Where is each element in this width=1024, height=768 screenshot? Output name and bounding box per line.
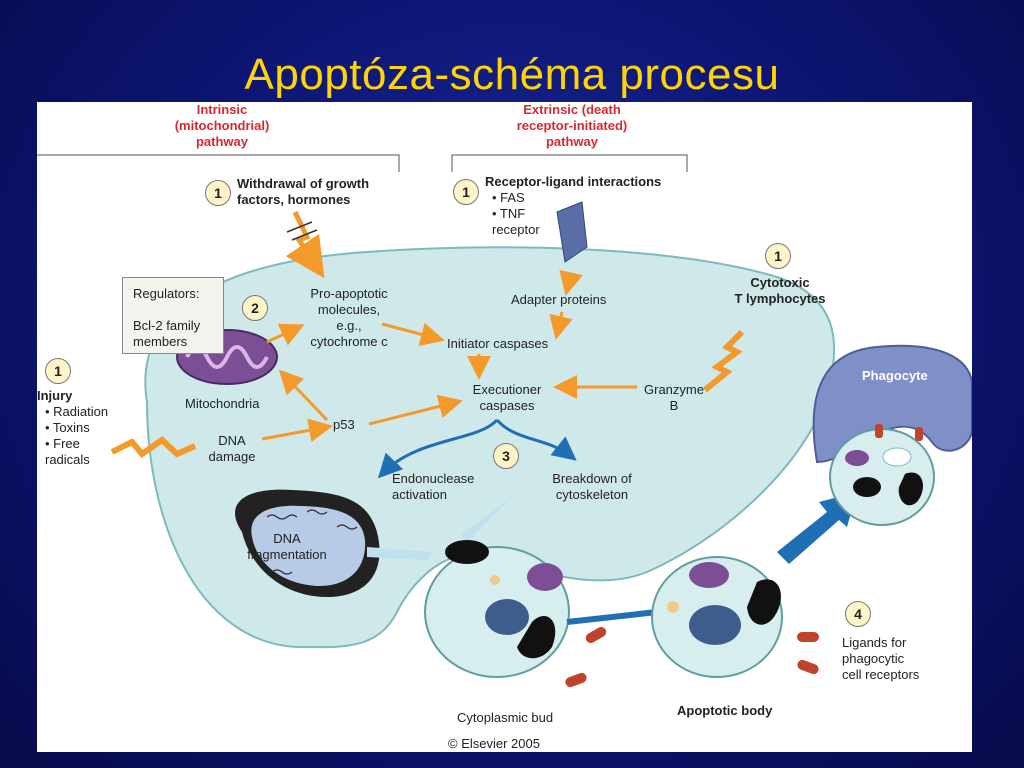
extrinsic-pathway-header: Extrinsic (death receptor-initiated) pat… [516, 102, 628, 149]
intrinsic-pathway-header: Intrinsic (mitochondrial) pathway [174, 102, 270, 149]
receptor-icon [556, 201, 588, 263]
injury-items: • Radiation • Toxins • Free radicals [45, 404, 109, 467]
breakdown-label: Breakdown of cytoskeleton [552, 471, 632, 502]
step-1-badge: 1 [45, 358, 71, 384]
mitochondria-label: Mitochondria [185, 396, 260, 411]
step-3-badge: 3 [493, 443, 519, 469]
copyright-text: © Elsevier 2005 [448, 736, 540, 751]
step-1-badge: 1 [765, 243, 791, 269]
withdrawal-signal-icon [285, 210, 325, 279]
receptor-items: • FAS • TNF receptor [492, 190, 540, 237]
diagram-panel: Intrinsic (mitochondrial) pathway Extrin… [37, 102, 972, 752]
engulfment-arrow [777, 492, 857, 564]
initiator-caspases-label: Initiator caspases [447, 336, 549, 351]
regulators-label: Regulators: [133, 286, 200, 301]
cytotoxic-signal-icon [703, 329, 745, 393]
granzyme-label: Granzyme B [644, 382, 704, 413]
slide-title: Apoptóza-schéma procesu [244, 50, 780, 99]
cytotoxic-label: Cytotoxic T lymphocytes [734, 275, 826, 306]
dna-fragmentation-label: DNA fragmentation [247, 531, 327, 562]
regulators-text: Bcl-2 family members [133, 318, 201, 349]
phagocyte-label: Phagocyte [862, 368, 928, 383]
withdrawal-label: Withdrawal of growth factors, hormones [237, 176, 370, 207]
receptor-title: Receptor-ligand interactions [485, 174, 662, 189]
ligands-label: Ligands for phagocytic cell receptors [842, 635, 920, 682]
dna-damage-label: DNA damage [208, 433, 256, 464]
pro-apoptotic-label: Pro-apoptotic molecules, e.g., cytochrom… [310, 286, 388, 349]
regulators-box: Regulators: Bcl-2 family members [122, 277, 224, 354]
adapter-proteins-label: Adapter proteins [511, 292, 607, 307]
step-1-badge: 1 [205, 180, 231, 206]
executioner-caspases-label: Executioner caspases [472, 382, 542, 413]
cytoplasmic-bud-label: Cytoplasmic bud [457, 710, 554, 725]
step-2-badge: 2 [242, 295, 268, 321]
extrinsic-bracket [451, 154, 688, 172]
intrinsic-bracket [37, 154, 400, 172]
step-4-badge: 4 [845, 601, 871, 627]
step-1-badge: 1 [453, 179, 479, 205]
endonuclease-label: Endonuclease activation [392, 471, 475, 502]
injury-title: Injury [37, 388, 73, 403]
injury-signal-icon [110, 436, 197, 459]
p53-label: p53 [333, 417, 355, 432]
apoptotic-body-label: Apoptotic body [677, 703, 773, 718]
